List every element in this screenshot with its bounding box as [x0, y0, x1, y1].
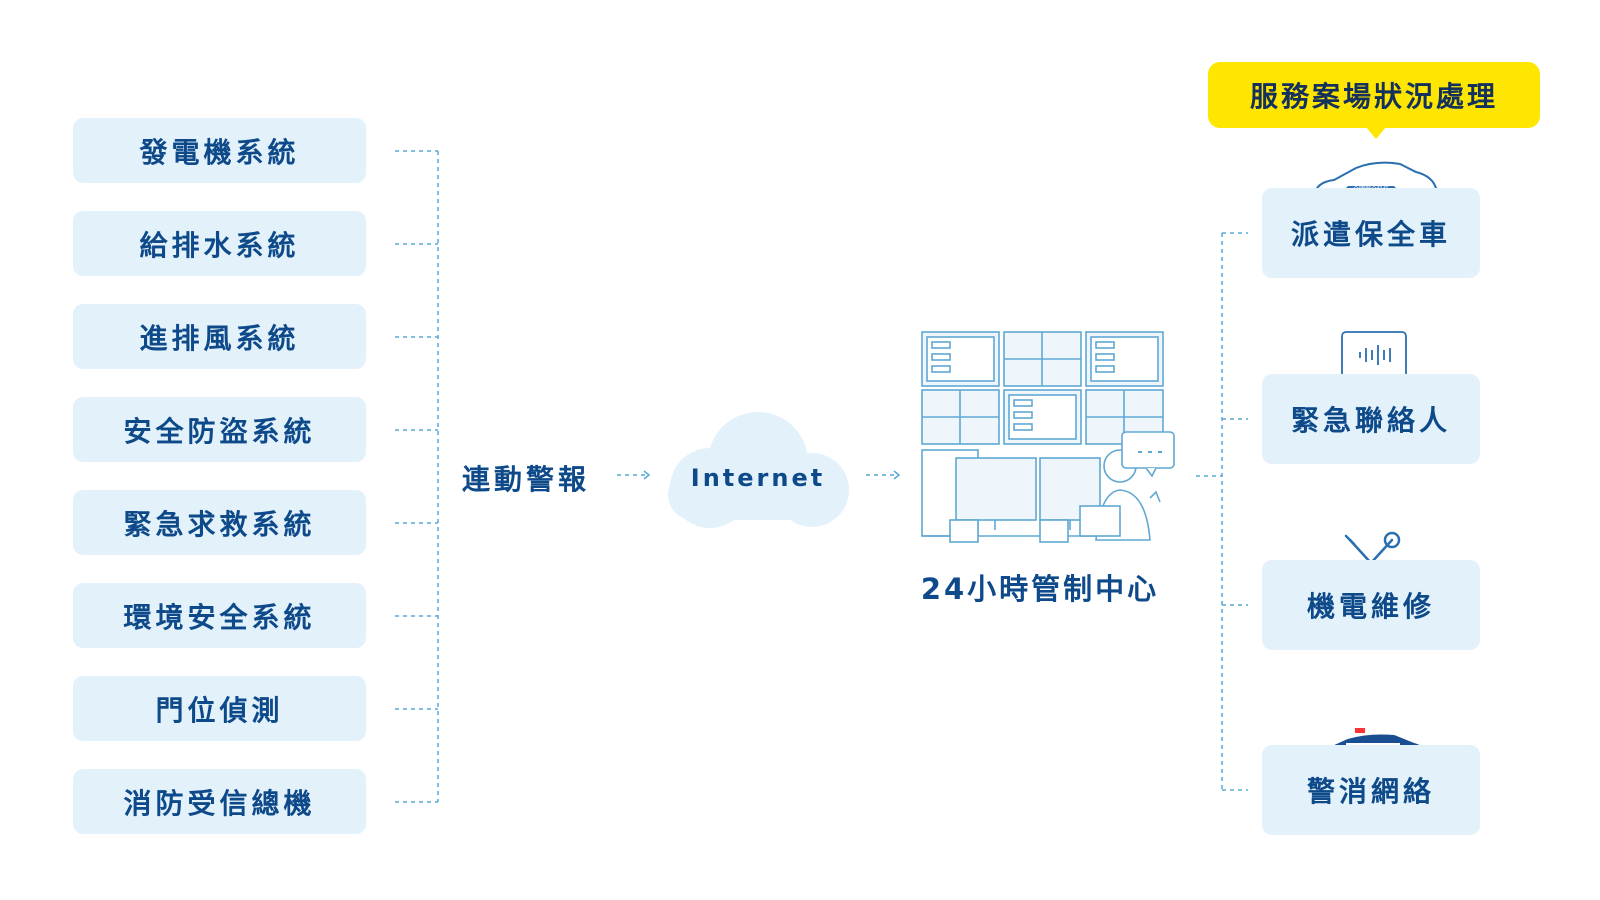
service-label: 警消網絡 — [1306, 775, 1435, 808]
service-box-maintenance: 機電維修 — [1262, 560, 1480, 650]
system-label: 進排風系統 — [139, 321, 300, 355]
cloud-icon — [668, 412, 849, 528]
system-box-generator: 發電機系統 — [73, 118, 366, 183]
system-label: 緊急求救系統 — [123, 507, 316, 541]
system-box-emergency: 緊急求救系統 — [73, 490, 366, 555]
system-label: 環境安全系統 — [123, 600, 316, 634]
service-box-police: 警消網絡 — [1262, 745, 1480, 835]
system-label: 發電機系統 — [139, 135, 300, 169]
service-box-security-car: 派遣保全車 — [1262, 188, 1480, 278]
system-box-water: 給排水系統 — [73, 211, 366, 276]
internet-label: Internet — [690, 464, 826, 492]
link-alarm-label: 連動警報 — [462, 463, 591, 496]
bubble-label: 服務案場狀況處理 — [1249, 80, 1498, 113]
service-box-contact: 緊急聯絡人 — [1262, 374, 1480, 464]
system-box-environment: 環境安全系統 — [73, 583, 366, 648]
system-label: 門位偵測 — [155, 693, 284, 727]
system-label: 給排水系統 — [139, 228, 300, 262]
bubble-tail — [1366, 127, 1386, 139]
system-box-anti-theft: 安全防盜系統 — [73, 397, 366, 462]
service-label: 派遣保全車 — [1290, 218, 1451, 251]
control-center-label: 24小時管制中心 — [920, 572, 1160, 606]
control-center-icon — [921, 331, 1175, 543]
system-box-fire: 消防受信總機 — [73, 769, 366, 834]
system-box-ventilation: 進排風系統 — [73, 304, 366, 369]
system-box-door: 門位偵測 — [73, 676, 366, 741]
service-handling-bubble: 服務案場狀況處理 — [1208, 62, 1540, 128]
system-label: 消防受信總機 — [123, 786, 316, 820]
service-label: 機電維修 — [1306, 590, 1435, 623]
service-label: 緊急聯絡人 — [1290, 404, 1451, 437]
system-label: 安全防盜系統 — [123, 414, 316, 448]
